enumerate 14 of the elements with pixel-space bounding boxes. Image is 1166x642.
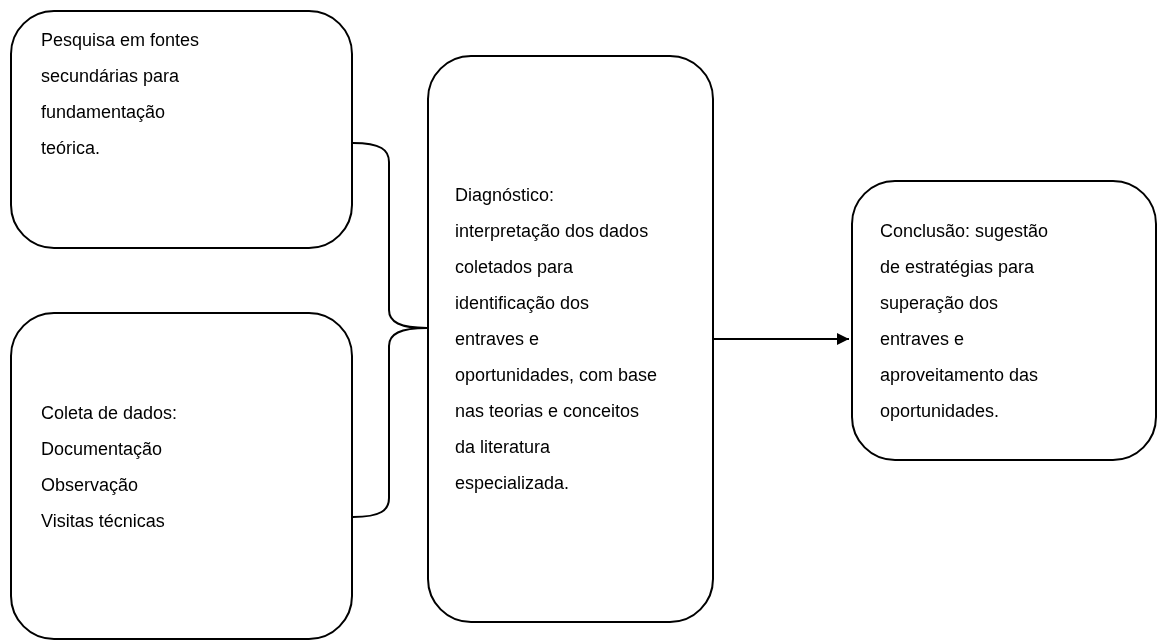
rounded-box (851, 180, 1157, 461)
box-text: Coleta de dados: (41, 402, 179, 425)
box-text: interpretação dos dados coletados para identificação dos entraves e oportunidades, com base nas teorias e conceitos da literatura especializada. (455, 220, 659, 495)
box-text: Diagnóstico: (455, 184, 556, 207)
box-text: Conclusão: sugestão de estratégias para superação dos entraves e aproveitamento das oportunidades. (880, 219, 1050, 423)
rounded-box (427, 55, 714, 623)
box-text: Documentação (41, 438, 164, 461)
rounded-box (10, 312, 353, 640)
box-text: Pesquisa em fontes secundárias para fundamentação teórica. (41, 29, 201, 160)
box-text: Observação (41, 474, 140, 497)
arrow (713, 333, 850, 345)
rounded-box (10, 10, 353, 249)
brace-connector (352, 327, 428, 518)
box-text: Visitas técnicas (41, 510, 166, 533)
